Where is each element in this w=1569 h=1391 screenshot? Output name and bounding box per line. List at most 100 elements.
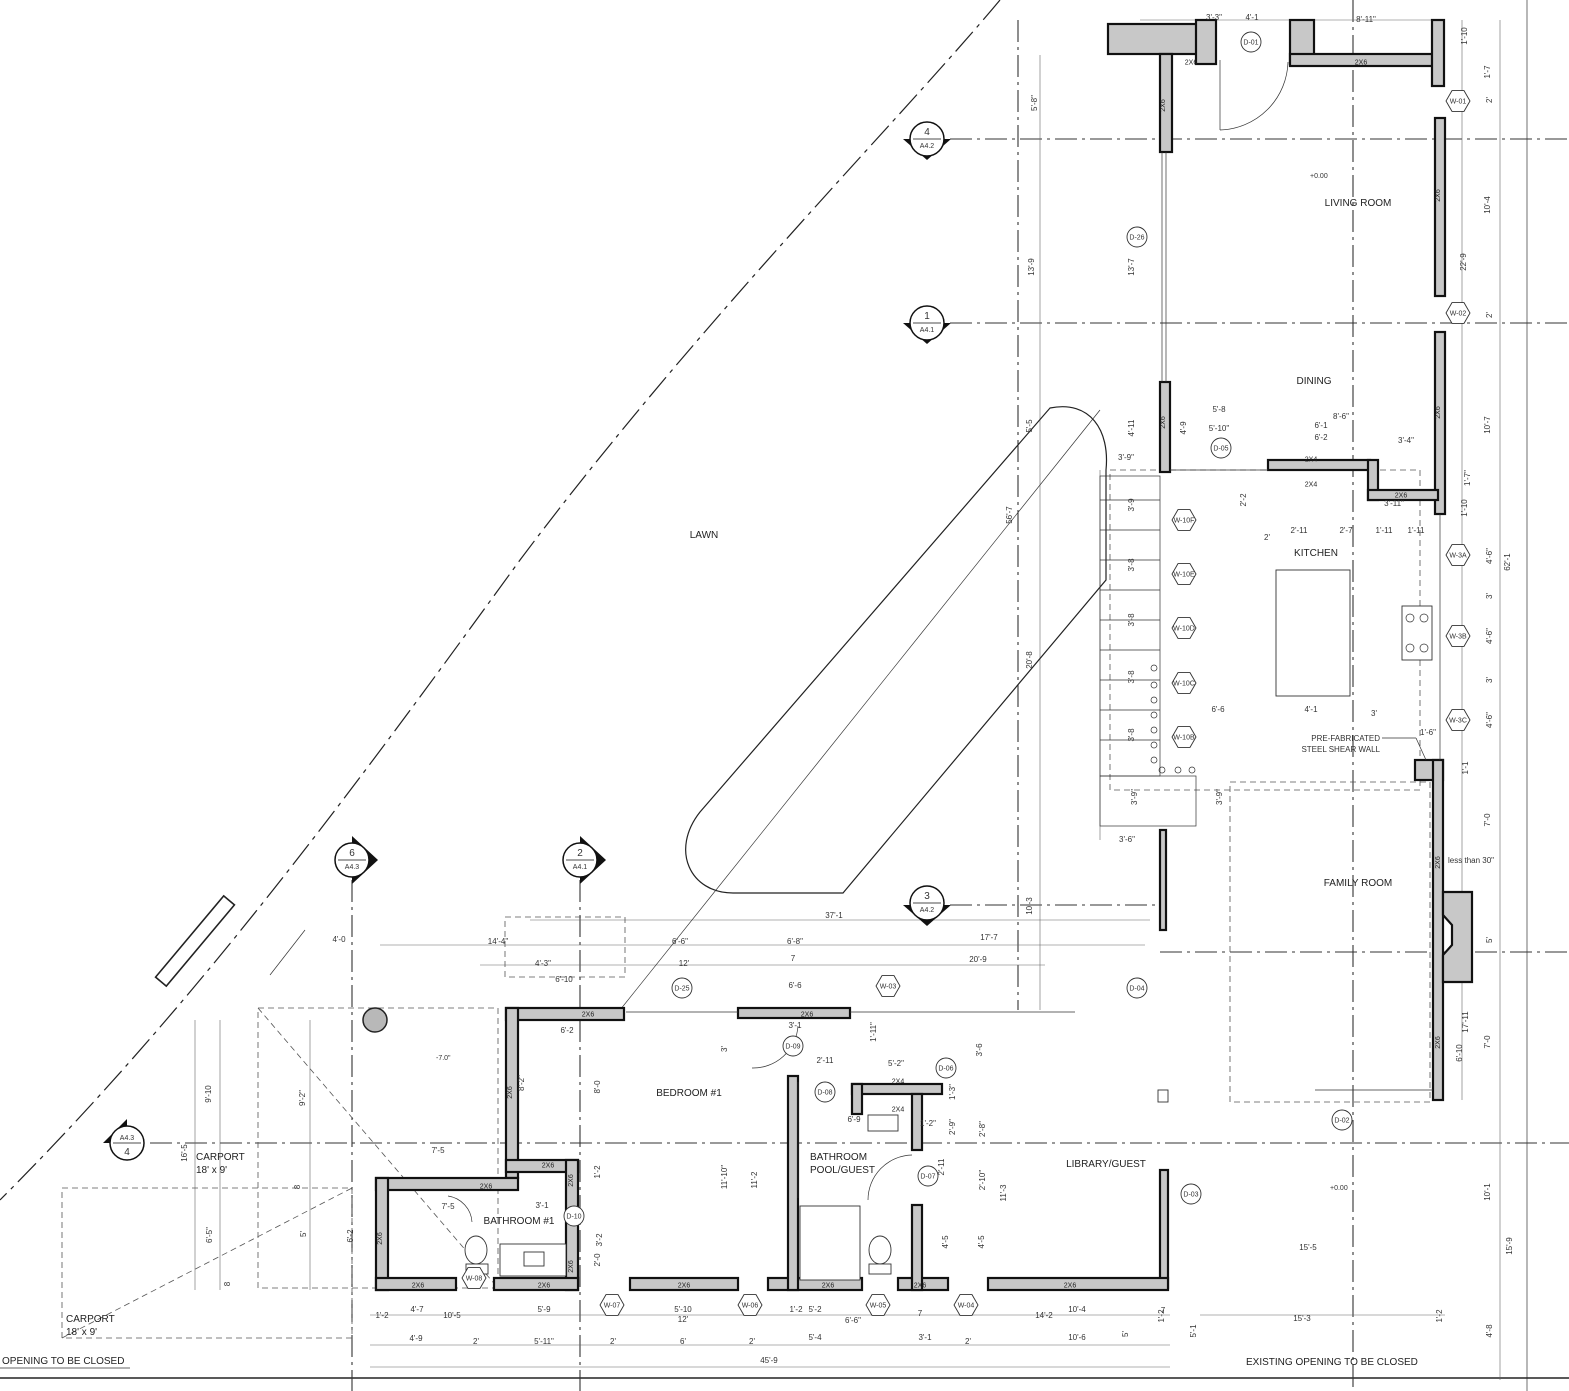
door-tag: D-25 bbox=[674, 986, 689, 993]
window-tag: W-10F bbox=[1174, 518, 1195, 525]
dimension-label: 2'-8" bbox=[978, 1121, 987, 1137]
room-label-library: LIBRARY/GUEST bbox=[1066, 1159, 1146, 1170]
dimension-label: 1'-2 bbox=[789, 1305, 803, 1314]
door-tag: D-26 bbox=[1129, 235, 1144, 242]
window-tag: W-10E bbox=[1173, 572, 1195, 579]
dimension-label: 3'-9" bbox=[1130, 789, 1139, 805]
section-num: 6 bbox=[349, 848, 355, 859]
wall-tag: 2X6 bbox=[1435, 1036, 1442, 1049]
dimension-label: 2'-11 bbox=[817, 1056, 834, 1065]
dimension-label: 6'-9 bbox=[847, 1115, 861, 1124]
door-tag: D-02 bbox=[1334, 1118, 1349, 1125]
section-sheet: A4.3 bbox=[345, 864, 360, 871]
dimension-label: 5'-10" bbox=[1209, 424, 1230, 433]
dimension-label: 9'-10 bbox=[204, 1085, 213, 1103]
wall-tag: 2X6 bbox=[1395, 493, 1408, 500]
dimension-label: 1'-2 bbox=[1435, 1309, 1444, 1323]
wall-tag: 2X4 bbox=[1305, 457, 1318, 464]
window-tag: W-06 bbox=[742, 1303, 759, 1310]
dimension-label: 4'-9 bbox=[409, 1334, 423, 1343]
grid-lines bbox=[150, 0, 1569, 1391]
wall-tag: 2X6 bbox=[822, 1283, 835, 1290]
section-num: 3 bbox=[924, 891, 930, 902]
section-sheet: A4.1 bbox=[573, 864, 588, 871]
window-tag-hex bbox=[953, 1294, 979, 1316]
room-label-kitchen: KITCHEN bbox=[1294, 548, 1338, 559]
dimension-label: 6'-6" bbox=[672, 937, 688, 946]
dimension-label: 8'-0 bbox=[593, 1080, 602, 1094]
dimension-label: 3'-9" bbox=[1118, 453, 1134, 462]
dimension-label: 4'-8 bbox=[1485, 1324, 1494, 1338]
window-tag-hex bbox=[1171, 617, 1197, 639]
wall-tag: 2X6 bbox=[1435, 189, 1442, 202]
dimension-label: 3'-8 bbox=[1127, 728, 1136, 742]
window-tag-hex bbox=[737, 1294, 763, 1316]
dimension-label: 5'-1 bbox=[1189, 1324, 1198, 1338]
dimension-label: 1'-2 bbox=[375, 1311, 389, 1320]
dimension-label: 4'-7 bbox=[410, 1305, 424, 1314]
dimension-label: 7 bbox=[1161, 1306, 1166, 1315]
wall-tag: 2X4 bbox=[1305, 482, 1318, 489]
dimension-label: 37'-1 bbox=[825, 911, 843, 920]
door-tag-circle bbox=[563, 1205, 585, 1227]
stairs bbox=[1099, 475, 1197, 827]
section-marker: 2 A4.1 bbox=[562, 836, 606, 884]
dimension-label: 45'-9 bbox=[760, 1356, 778, 1365]
dimension-label: 56'-7 bbox=[1005, 506, 1014, 524]
window-tag-hex bbox=[1445, 302, 1471, 324]
dimension-label: 4'-5 bbox=[977, 1235, 986, 1249]
window-tag: W-3A bbox=[1449, 553, 1467, 560]
door-tag-circle bbox=[1210, 437, 1232, 459]
window-tag-hex bbox=[1445, 544, 1471, 566]
section-sheet: A4.2 bbox=[920, 143, 935, 150]
door-tag: D-01 bbox=[1243, 40, 1258, 47]
dimension-label: 3'-1 bbox=[535, 1201, 549, 1210]
room-label-bedroom1: BEDROOM #1 bbox=[656, 1088, 722, 1099]
door-tag: D-08 bbox=[817, 1090, 832, 1097]
window-tag-hex bbox=[1171, 509, 1197, 531]
pool-outline bbox=[685, 406, 1108, 894]
dimension-label: 12' bbox=[679, 959, 690, 968]
dimension-label: 6'-1 bbox=[1314, 421, 1328, 430]
section-sheet: A4.1 bbox=[920, 327, 935, 334]
dimension-label: 2'-2 bbox=[1239, 493, 1248, 507]
window-tag-hex bbox=[875, 975, 901, 997]
window-tag-hex bbox=[1171, 726, 1197, 748]
dimension-label: 5'-5 bbox=[1025, 419, 1034, 433]
window-tag: W-3C bbox=[1449, 718, 1467, 725]
dimension-label: 10'-7 bbox=[1483, 416, 1492, 434]
door-tag-circle bbox=[1331, 1109, 1353, 1131]
window-tag-hex bbox=[599, 1294, 625, 1316]
dimension-label: 5'-10 bbox=[674, 1305, 692, 1314]
dimension-label: 1'-1 bbox=[1461, 761, 1470, 775]
dimension-label: 13'-7 bbox=[1127, 258, 1136, 276]
dimension-label: 22'-9 bbox=[1459, 253, 1468, 271]
window-tag-hex bbox=[1445, 709, 1471, 731]
dimension-label: 3'-3" bbox=[1206, 13, 1222, 22]
dimension-label: 15'-9 bbox=[1505, 1237, 1514, 1255]
wall-tag: 2X6 bbox=[412, 1283, 425, 1290]
door-tag: D-10 bbox=[566, 1214, 581, 1221]
dimension-label: 62'-1 bbox=[1503, 553, 1512, 571]
dimension-label: 5'-11" bbox=[534, 1337, 554, 1346]
dimension-label: 10'-5 bbox=[443, 1311, 461, 1320]
walls-lower bbox=[374, 1006, 1170, 1292]
dimension-label: 5' bbox=[299, 1231, 308, 1237]
wall-tag: 2X6 bbox=[538, 1283, 551, 1290]
dimension-label: 6'-6 bbox=[1211, 705, 1225, 714]
dimension-label: 2' bbox=[473, 1337, 479, 1346]
dimension-lines bbox=[194, 19, 1501, 1380]
dimension-label: 6'-2 bbox=[560, 1026, 574, 1035]
dimension-label: 3'-6" bbox=[1119, 835, 1135, 844]
door-tag: D-09 bbox=[785, 1044, 800, 1051]
section-sheet: A4.3 bbox=[120, 1135, 135, 1142]
wall-tag: 2X6 bbox=[568, 1174, 575, 1187]
dimension-label: 4'-5 bbox=[941, 1235, 950, 1249]
dimension-label: 4'-0 bbox=[332, 935, 346, 944]
dimension-label: 6'-8" bbox=[787, 937, 803, 946]
dimension-label: 3'-1 bbox=[918, 1333, 932, 1342]
dimension-label: 10'-1 bbox=[1483, 1183, 1492, 1201]
window-tag: W-07 bbox=[604, 1303, 621, 1310]
dimension-label: 3'-8 bbox=[1127, 670, 1136, 684]
